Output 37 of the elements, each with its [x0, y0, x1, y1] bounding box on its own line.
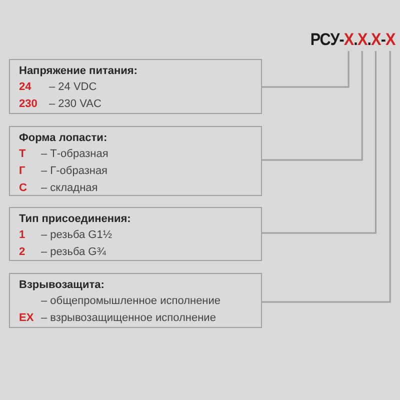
legend-box — [9, 59, 262, 114]
option-description: – резьба G1½ — [41, 228, 112, 243]
option-description: – Т-образная — [41, 147, 108, 162]
code-text: - — [380, 30, 386, 50]
legend-box — [9, 273, 262, 328]
code-text: . — [353, 30, 358, 50]
option-description: – Г-образная — [41, 164, 108, 179]
box-heading: Форма лопасти: — [19, 132, 108, 144]
model-code-letter: X — [357, 30, 368, 50]
connector-line — [262, 51, 391, 303]
code-text: РСУ- — [310, 30, 344, 50]
option-code: Т — [19, 147, 27, 162]
option-description: – резьба G¾ — [41, 245, 106, 260]
option-code: С — [19, 181, 28, 196]
model-code-letter: X — [385, 30, 395, 50]
connector-line — [262, 51, 350, 88]
option-description: – общепромышленное исполнение — [41, 294, 221, 309]
connector-line — [262, 51, 363, 161]
option-code: 2 — [19, 245, 26, 260]
box-heading: Тип присоединения: — [19, 213, 132, 225]
model-code-letter: X — [370, 30, 381, 50]
option-code: 1 — [19, 228, 26, 243]
option-code: 230 — [19, 97, 38, 112]
option-description: – взрывозащищенное исполнение — [41, 311, 216, 326]
option-description: – складная — [41, 181, 98, 196]
option-description: – 24 VDC — [49, 80, 97, 95]
option-description: – 230 VAC — [49, 97, 102, 112]
legend-box — [9, 207, 262, 261]
connector-line — [262, 51, 376, 234]
box-heading: Взрывозащита: — [19, 279, 106, 291]
option-code: 24 — [19, 80, 32, 95]
legend-box — [9, 126, 262, 196]
option-code: Г — [19, 164, 26, 179]
option-code: EX — [19, 311, 35, 326]
box-heading: Напряжение питания: — [19, 65, 138, 77]
code-text: . — [367, 30, 371, 50]
model-code-letter: X — [344, 30, 354, 50]
